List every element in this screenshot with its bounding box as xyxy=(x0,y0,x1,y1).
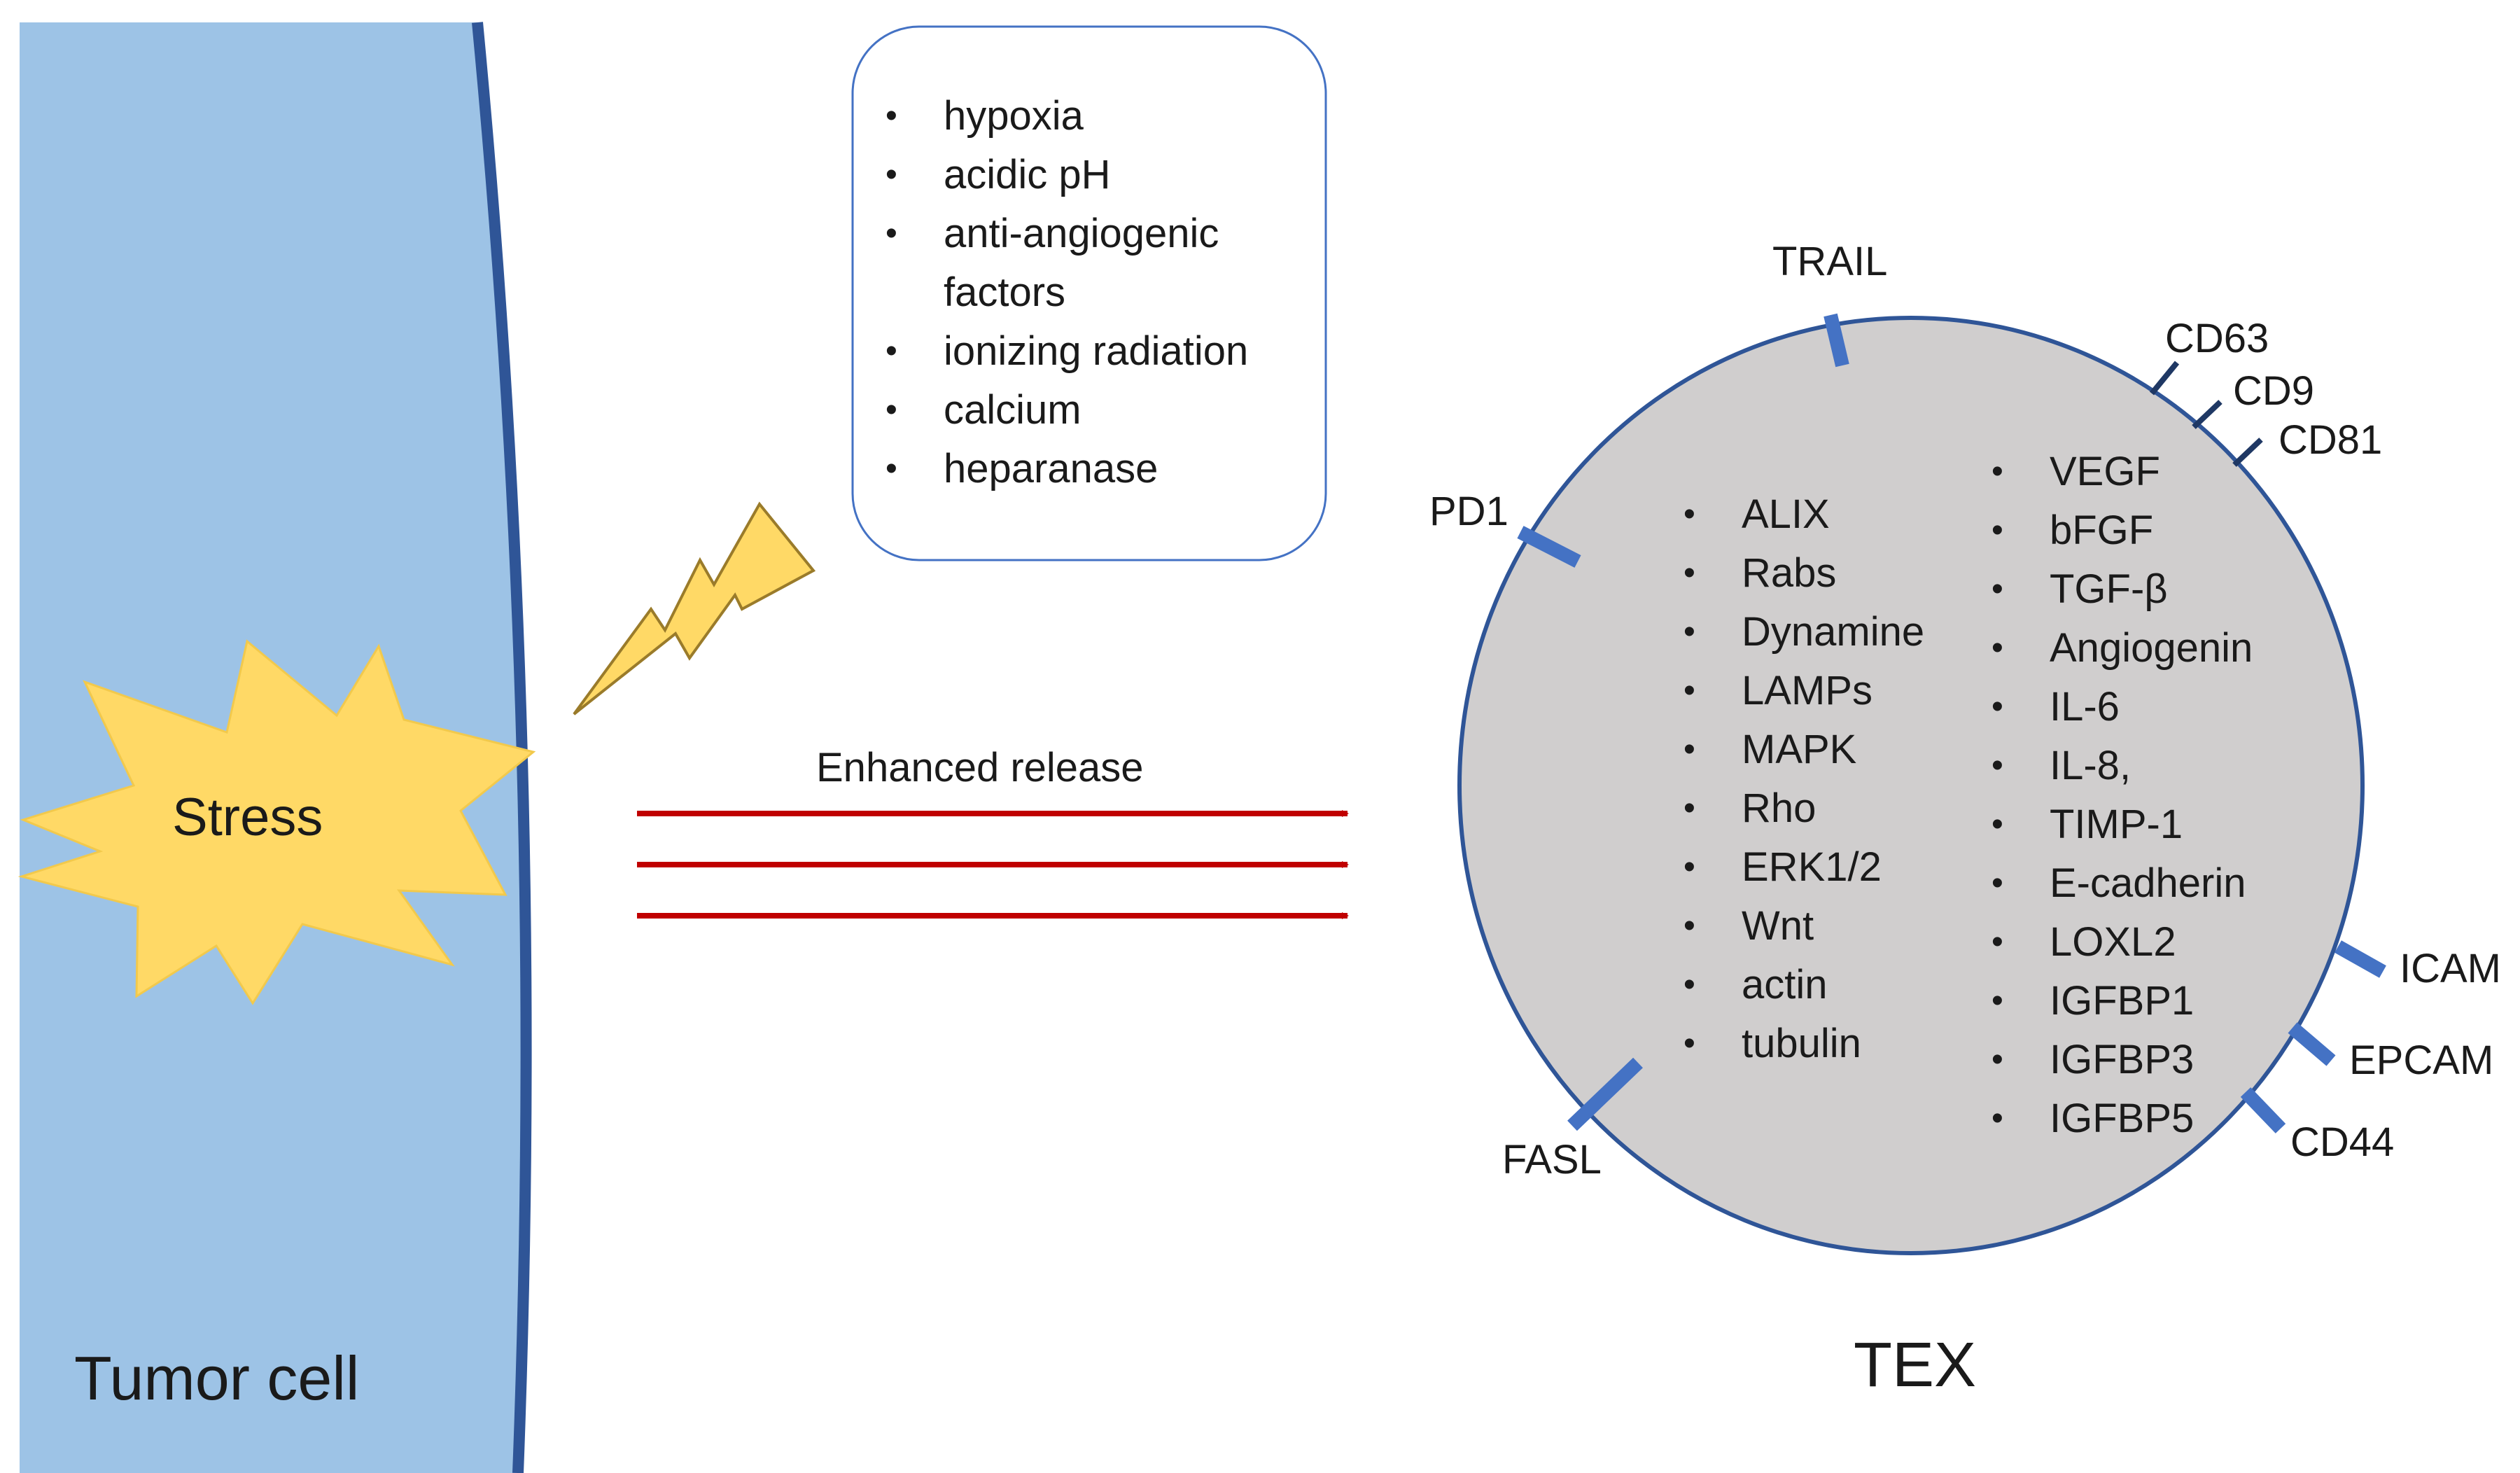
stress-factor-item: acidic pH xyxy=(877,146,1325,204)
cargo-factor-item: IGFBP1 xyxy=(1983,972,2253,1031)
cargo-factor-item: IGFBP3 xyxy=(1983,1031,2253,1089)
stress-factor-item: hypoxia xyxy=(877,87,1325,146)
icam-label: ICAM xyxy=(2400,946,2501,991)
release-label: Enhanced release xyxy=(816,745,1144,790)
stress-factor-item: calcium xyxy=(877,381,1325,440)
internal-protein-item: LAMPs xyxy=(1675,662,1924,720)
cd63-label: CD63 xyxy=(2165,316,2269,361)
cargo-factor-item: bFGF xyxy=(1983,501,2253,560)
tex-label: TEX xyxy=(1854,1330,1977,1400)
cargo-factor-item: IGFBP5 xyxy=(1983,1089,2253,1148)
internal-protein-item: actin xyxy=(1675,956,1924,1014)
stress-factor-item: heparanase xyxy=(877,440,1325,498)
cargo-factor-item: TGF-β xyxy=(1983,560,2253,619)
fasl-label: FASL xyxy=(1502,1137,1602,1182)
pd1-label: PD1 xyxy=(1429,489,1508,534)
internal-protein-item: ERK1/2 xyxy=(1675,838,1924,897)
internal-protein-item: Rho xyxy=(1675,779,1924,838)
cd9-marker xyxy=(2192,400,2222,429)
stress-starburst xyxy=(18,639,536,1005)
cargo-factor-item: IL-8, xyxy=(1983,736,2253,795)
internal-protein-item: Rabs xyxy=(1675,544,1924,603)
cd63-marker xyxy=(2149,361,2180,396)
stress-label: Stress xyxy=(172,788,323,847)
internal-protein-item: ALIX xyxy=(1675,485,1924,544)
epcam-label: EPCAM xyxy=(2349,1038,2494,1083)
cargo-factor-item: VEGF xyxy=(1983,442,2253,501)
lightning-bolt-icon xyxy=(573,501,816,715)
epcam-marker xyxy=(2288,1022,2336,1066)
cd81-label: CD81 xyxy=(2278,417,2383,463)
pd1-marker xyxy=(1517,526,1581,568)
stress-factor-item: anti-angiogenic factors xyxy=(877,204,1325,322)
trail-label: TRAIL xyxy=(1772,239,1888,284)
stress-factor-item: ionizing radiation xyxy=(877,322,1325,381)
tumor-cell-label: Tumor cell xyxy=(74,1343,360,1413)
internal-protein-item: MAPK xyxy=(1675,720,1924,779)
tumor-cell-membrane xyxy=(472,22,532,1473)
cargo-factor-item: IL-6 xyxy=(1983,678,2253,736)
cargo-factors-list: VEGF bFGF TGF-β Angiogenin IL-6 IL-8, TI… xyxy=(1983,442,2253,1148)
icam-marker xyxy=(2334,940,2386,978)
stress-factors-list: hypoxia acidic pH anti-angiogenic factor… xyxy=(877,87,1325,498)
cargo-factor-item: LOXL2 xyxy=(1983,913,2253,972)
fasl-marker xyxy=(1567,1057,1643,1131)
internal-protein-item: tubulin xyxy=(1675,1014,1924,1073)
cargo-factor-item: Angiogenin xyxy=(1983,619,2253,678)
internal-proteins-list: ALIX Rabs Dynamine LAMPs MAPK Rho ERK1/2… xyxy=(1675,485,1924,1073)
internal-protein-item: Wnt xyxy=(1675,897,1924,956)
cd9-label: CD9 xyxy=(2233,368,2315,414)
cargo-factor-item: E-cadherin xyxy=(1983,854,2253,913)
internal-protein-item: Dynamine xyxy=(1675,603,1924,662)
cargo-factor-item: TIMP-1 xyxy=(1983,795,2253,854)
stress-factor-text: anti-angiogenic factors xyxy=(944,211,1219,315)
cd44-label: CD44 xyxy=(2290,1119,2395,1165)
trail-marker xyxy=(1823,313,1849,368)
